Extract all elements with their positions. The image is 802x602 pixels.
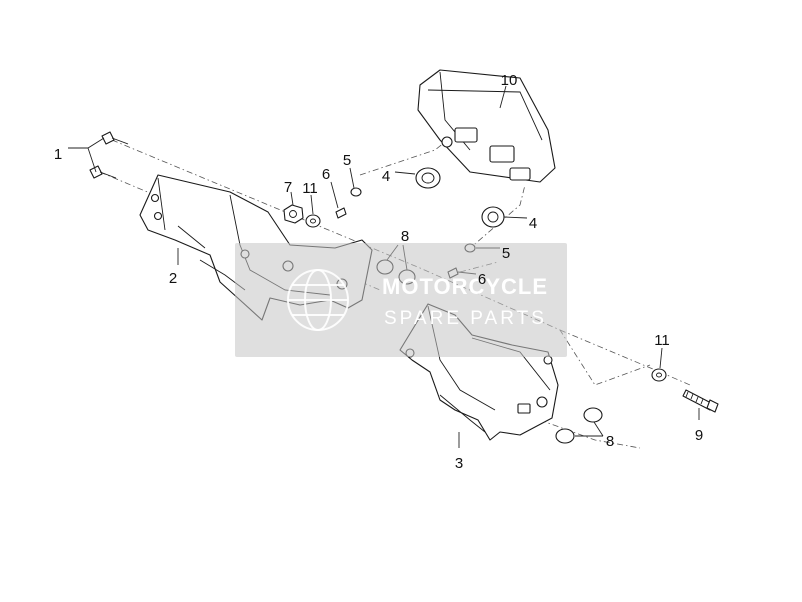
callout-c10: 10	[501, 72, 518, 89]
grommet-upper	[415, 167, 441, 189]
watermark-title: MOTORCYCLE	[382, 274, 548, 299]
callout-c5a: 5	[343, 152, 351, 169]
watermark-subtitle: SPARE PARTS	[384, 308, 547, 329]
callout-c8b: 8	[606, 433, 614, 450]
watermark: MOTORCYCLE SPARE PARTS	[235, 243, 567, 357]
callout-c7: 7	[284, 179, 292, 196]
callout-c6b: 6	[478, 271, 486, 288]
callout-c5b: 5	[502, 245, 510, 262]
instrument-cluster	[417, 69, 556, 183]
small-screw-upper	[335, 207, 347, 219]
callout-c1: 1	[54, 146, 62, 163]
bolt	[682, 389, 719, 413]
callout-c6a: 6	[322, 166, 330, 183]
callout-c11a: 11	[302, 180, 318, 197]
callout-c8a: 8	[401, 228, 409, 245]
washer-upper	[305, 214, 321, 228]
small-washer-upper	[350, 187, 362, 197]
callout-c11b: 11	[654, 332, 670, 349]
callout-c3: 3	[455, 455, 463, 472]
nut	[283, 204, 304, 224]
callout-c4b: 4	[529, 215, 537, 232]
callout-c9: 9	[695, 427, 703, 444]
pad-c	[583, 407, 603, 423]
washer-right	[651, 368, 667, 382]
msp-globe-logo	[287, 269, 349, 331]
pad-d	[555, 428, 575, 444]
callout-c4a: 4	[382, 168, 390, 185]
callout-c2: 2	[169, 270, 177, 287]
screw-lower	[89, 165, 117, 179]
grommet-lower	[481, 206, 505, 228]
screw-upper	[101, 131, 129, 145]
